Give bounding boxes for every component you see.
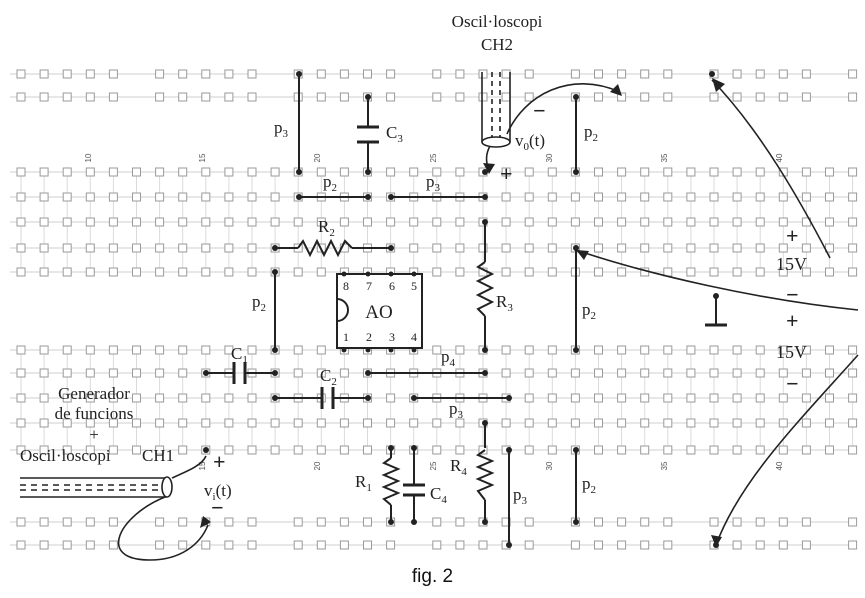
ch2-label: CH2 — [481, 35, 513, 54]
vo-label: v0(t) — [515, 131, 545, 153]
capacitor-c1 — [232, 362, 247, 384]
column-number-top: 40 — [775, 153, 784, 162]
resistor-r2 — [297, 238, 353, 258]
label-p3-d: p3 — [513, 485, 528, 507]
ch1-minus: − — [211, 495, 224, 520]
label-p2-c: p2 — [252, 292, 266, 314]
ic-pin-2: 2 — [366, 330, 372, 344]
resistor-r4 — [475, 449, 495, 501]
ic-labels: AO 8 7 6 5 1 2 3 4 — [343, 279, 417, 344]
circuit-wiring — [206, 74, 717, 545]
label-c1: C1 — [231, 344, 248, 366]
breadboard-holes — [10, 69, 858, 550]
capacitor-c4 — [403, 483, 425, 497]
label-c2: C2 — [320, 366, 337, 388]
supply2-plus: + — [786, 308, 799, 333]
label-r4: R4 — [450, 456, 467, 478]
label-p2-a: p2 — [323, 172, 337, 194]
opamp-ic — [336, 273, 423, 349]
figure-caption: fig. 2 — [411, 566, 454, 587]
capacitor-c2 — [320, 387, 335, 409]
lead-arrowheads — [200, 78, 725, 547]
ch2-minus: − — [533, 98, 546, 123]
column-number-top: 35 — [660, 153, 669, 162]
column-number-top: 10 — [84, 153, 93, 162]
ch1-label: CH1 — [142, 446, 174, 465]
ic-pin-8: 8 — [343, 279, 349, 293]
label-p3-c: p3 — [449, 399, 464, 421]
supply1-voltage: 15V — [776, 254, 807, 274]
label-p3-a: p3 — [274, 118, 289, 140]
ic-name: AO — [365, 302, 392, 323]
resistor-r1 — [381, 457, 401, 506]
column-number-bottom: 20 — [313, 461, 322, 470]
generator-plus: + — [89, 425, 99, 444]
supply1-plus: + — [786, 223, 799, 248]
label-c3: C3 — [386, 123, 403, 145]
components — [232, 125, 727, 506]
resistor-r3 — [475, 261, 495, 317]
column-number-bottom: 25 — [429, 461, 438, 470]
label-p2-e: p2 — [582, 474, 596, 496]
column-number-bottom: 35 — [660, 461, 669, 470]
ic-pin-7: 7 — [366, 279, 372, 293]
ch2-probe — [481, 72, 621, 171]
polarity-signs: − + + − + − + − 15V 15V — [211, 98, 807, 520]
column-number-top: 25 — [429, 153, 438, 162]
column-number-top: 15 — [198, 153, 207, 162]
instrument-leads — [20, 72, 859, 561]
label-r3: R3 — [496, 292, 513, 314]
ch1-probe — [20, 455, 209, 561]
column-number-bottom: 30 — [545, 461, 554, 470]
column-number-top: 20 — [313, 153, 322, 162]
ch2-plus: + — [500, 161, 513, 186]
label-r2: R2 — [318, 217, 335, 239]
column-number-bottom: 15 — [198, 461, 207, 470]
ch1-plus: + — [213, 449, 226, 474]
capacitor-c3 — [357, 125, 379, 144]
ic-pin-1: 1 — [343, 330, 349, 344]
component-labels: C3 R2 R3 C1 C2 R1 C4 R4 — [231, 123, 513, 506]
connection-dots — [203, 71, 719, 548]
jumper-labels: p3 p2 p3 p2 p2 p2 p4 p3 p3 p2 — [252, 118, 598, 507]
supply1-minus: − — [786, 282, 799, 307]
vi-label: vi(t) — [204, 481, 232, 503]
supply2-voltage: 15V — [776, 342, 807, 362]
generator-label-2: de funcions — [55, 404, 134, 423]
label-p3-b: p3 — [426, 172, 441, 194]
supply2-minus: − — [786, 371, 799, 396]
ic-pin-3: 3 — [389, 330, 395, 344]
ic-pin-6: 6 — [389, 279, 395, 293]
label-p2-d: p2 — [582, 300, 596, 322]
instrument-labels: Oscil·loscopi CH2 v0(t) Generador de fun… — [20, 12, 545, 503]
generator-label: Generador — [58, 384, 130, 403]
ch2-oscilloscope-label: Oscil·loscopi — [452, 12, 543, 31]
label-c4: C4 — [430, 484, 447, 506]
ic-pin-4: 4 — [411, 330, 417, 344]
label-r1: R1 — [355, 472, 372, 494]
ch1-oscilloscope-label: Oscil·loscopi — [20, 446, 111, 465]
power-supply-leads — [575, 79, 859, 546]
label-p2-b: p2 — [584, 122, 598, 144]
label-p4: p4 — [441, 347, 456, 369]
ic-pin-5: 5 — [411, 279, 417, 293]
column-number-bottom: 40 — [775, 461, 784, 470]
column-number-top: 30 — [545, 153, 554, 162]
